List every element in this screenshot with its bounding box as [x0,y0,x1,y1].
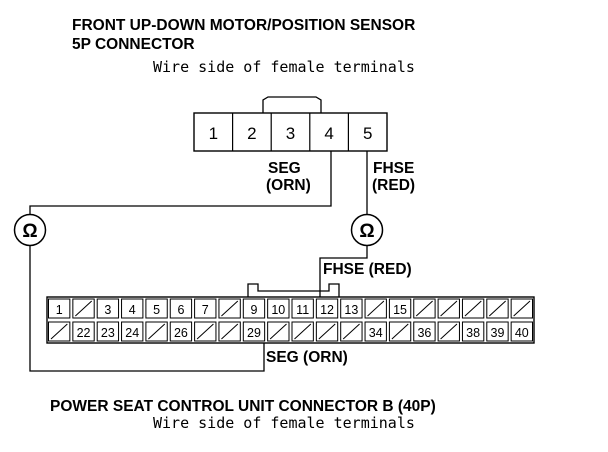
unused-cavity-slash [196,323,214,340]
unused-cavity-slash [221,300,239,317]
cu-pin-label-5: 5 [153,303,160,317]
unused-cavity-slash [464,300,482,317]
right-ohm-symbol: Ω [359,221,374,242]
cu-pin-label-34: 34 [369,326,383,340]
cu-pin-23 [96,321,120,342]
unused-cavity-slash [294,323,312,340]
unused-cavity-slash [440,300,458,317]
fhse-red-label: FHSE (RED) [323,261,412,278]
cu-pin-13 [340,298,363,319]
cu-pin-22 [72,321,95,342]
cu-pin-11 [291,298,314,319]
cu-pin-label-9: 9 [250,303,257,317]
unused-cavity-slash [269,323,287,340]
cu-pin-label-4: 4 [129,303,136,317]
cu-pin-24 [121,321,144,342]
cu-pin-39 [486,321,509,342]
fhse-wire-color-label: (RED) [372,177,415,194]
left-ohmmeter-icon: Ω [13,213,47,247]
left-ohm-symbol: Ω [22,221,37,242]
cu-pin-label-36: 36 [417,326,431,340]
cu-pin-label-3: 3 [104,303,111,317]
cu-pin-29 [242,321,266,342]
cu-pin-label-29: 29 [247,326,261,340]
unused-cavity-slash [318,323,336,340]
cu-pin-9 [242,298,266,319]
cu-pin-40 [510,321,533,342]
cu-pin-1 [48,298,71,319]
sensor-connector-subtitle-5p: 5P CONNECTOR [72,36,195,53]
right-ohmmeter-icon: Ω [350,213,384,247]
connector-body [193,112,388,152]
cu-pin-15 [388,298,412,319]
cu-pin-label-7: 7 [202,303,209,317]
seg-wire-label: SEG [268,160,301,177]
cu-pin-label-22: 22 [77,326,91,340]
cu-pin-label-6: 6 [177,303,184,317]
unused-cavity-slash [221,323,239,340]
cu-pin-7 [194,298,217,319]
sensor-connector-wire-side-label: Wire side of female terminals [153,58,415,76]
sensor-pin-2: 2 [247,124,256,143]
cu-pin-3 [96,298,120,319]
cu-pin-6 [169,298,193,319]
cu-pin-26 [169,321,193,342]
cu-pin-34 [364,321,387,342]
connector-40p-body [46,296,535,344]
cu-pin-label-24: 24 [125,326,139,340]
sensor-connector-title: FRONT UP-DOWN MOTOR/POSITION SENSOR [72,17,415,34]
seg-wire-color-label: (ORN) [266,177,311,194]
unused-cavity-slash [50,323,68,340]
cu-pin-label-15: 15 [393,303,407,317]
sensor-pin-3: 3 [286,124,295,143]
unused-cavity-slash [391,323,409,340]
connector-latch [262,96,322,113]
cu-pin-label-23: 23 [101,326,115,340]
control-unit-connector-title: POWER SEAT CONTROL UNIT CONNECTOR B (40P… [50,398,436,415]
sensor-5p-connector: 1 2 3 4 5 [193,96,388,152]
cu-pin-4 [121,298,144,319]
unused-cavity-slash [148,323,166,340]
cu-pin-label-40: 40 [515,326,529,340]
unused-cavity-slash [415,300,433,317]
unused-cavity-slash [513,300,531,317]
cu-pin-38 [461,321,485,342]
control-unit-wire-side-label: Wire side of female terminals [153,414,415,432]
fhse-wire-lower [319,246,368,300]
unused-cavity-slash [488,300,506,317]
cu-pin-label-12: 12 [320,303,334,317]
unused-cavity-slash [342,323,360,340]
unused-cavity-slash [440,323,458,340]
connector-40p-latch [247,283,340,297]
seg-orn-label: SEG (ORN) [266,349,348,366]
cu-pin-36 [413,321,436,342]
cu-pin-12 [315,298,339,319]
cu-pin-label-26: 26 [174,326,188,340]
cu-pin-label-1: 1 [56,303,63,317]
cu-pin-label-13: 13 [344,303,358,317]
cu-pin-label-38: 38 [466,326,480,340]
seg-wire-upper [29,151,332,214]
unused-cavity-slash [367,300,385,317]
cu-pin-5 [145,298,168,319]
sensor-pin-5: 5 [363,124,372,143]
unused-cavity-slash [75,300,93,317]
cu-pin-label-11: 11 [296,303,309,317]
cu-pin-10 [267,298,290,319]
seg-wire-lower [29,246,265,372]
cu-pin-label-10: 10 [271,303,285,317]
fhse-wire-label: FHSE [373,160,414,177]
sensor-pin-4: 4 [324,124,333,143]
cu-pin-label-39: 39 [491,326,505,340]
sensor-pin-1: 1 [209,124,218,143]
